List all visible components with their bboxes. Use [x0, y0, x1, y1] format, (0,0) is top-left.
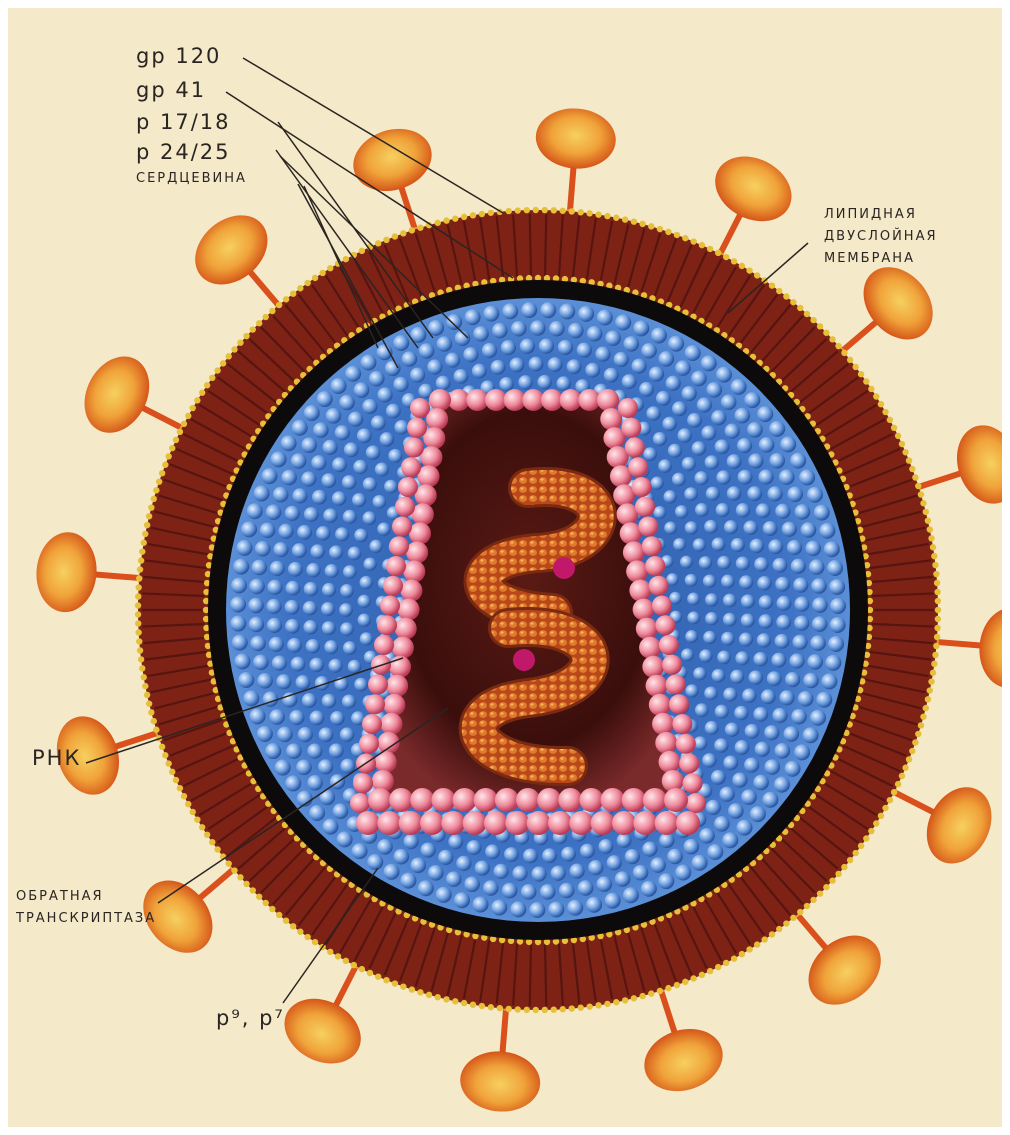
hiv-virion-poster: gp 120 gp 41 p 17/18 p 24/25 СЕРДЦЕВИНА … — [8, 8, 1002, 1127]
virion-body — [135, 207, 941, 1013]
reverse-transcriptase-2 — [513, 649, 535, 671]
label-p24-25: p 24/25 — [136, 142, 231, 163]
label-gp120: gp 120 — [136, 46, 221, 67]
label-rna: РНК — [32, 748, 81, 769]
label-p17-18: p 17/18 — [136, 112, 231, 133]
leader-line-1 — [243, 58, 503, 213]
reverse-transcriptase-1 — [553, 557, 575, 579]
label-core: СЕРДЦЕВИНА — [136, 172, 247, 185]
label-membrane-line2: ДВУСЛОЙНАЯ — [824, 230, 938, 243]
label-membrane-line3: МЕМБРАНА — [824, 252, 915, 265]
label-gp41: gp 41 — [136, 80, 206, 101]
label-membrane-line1: ЛИПИДНАЯ — [824, 208, 917, 221]
label-p9-p7: p⁹, p⁷ — [216, 1008, 285, 1029]
label-rt-line1: ОБРАТНАЯ — [16, 890, 104, 903]
label-rt-line2: ТРАНСКРИПТАЗА — [16, 912, 156, 925]
